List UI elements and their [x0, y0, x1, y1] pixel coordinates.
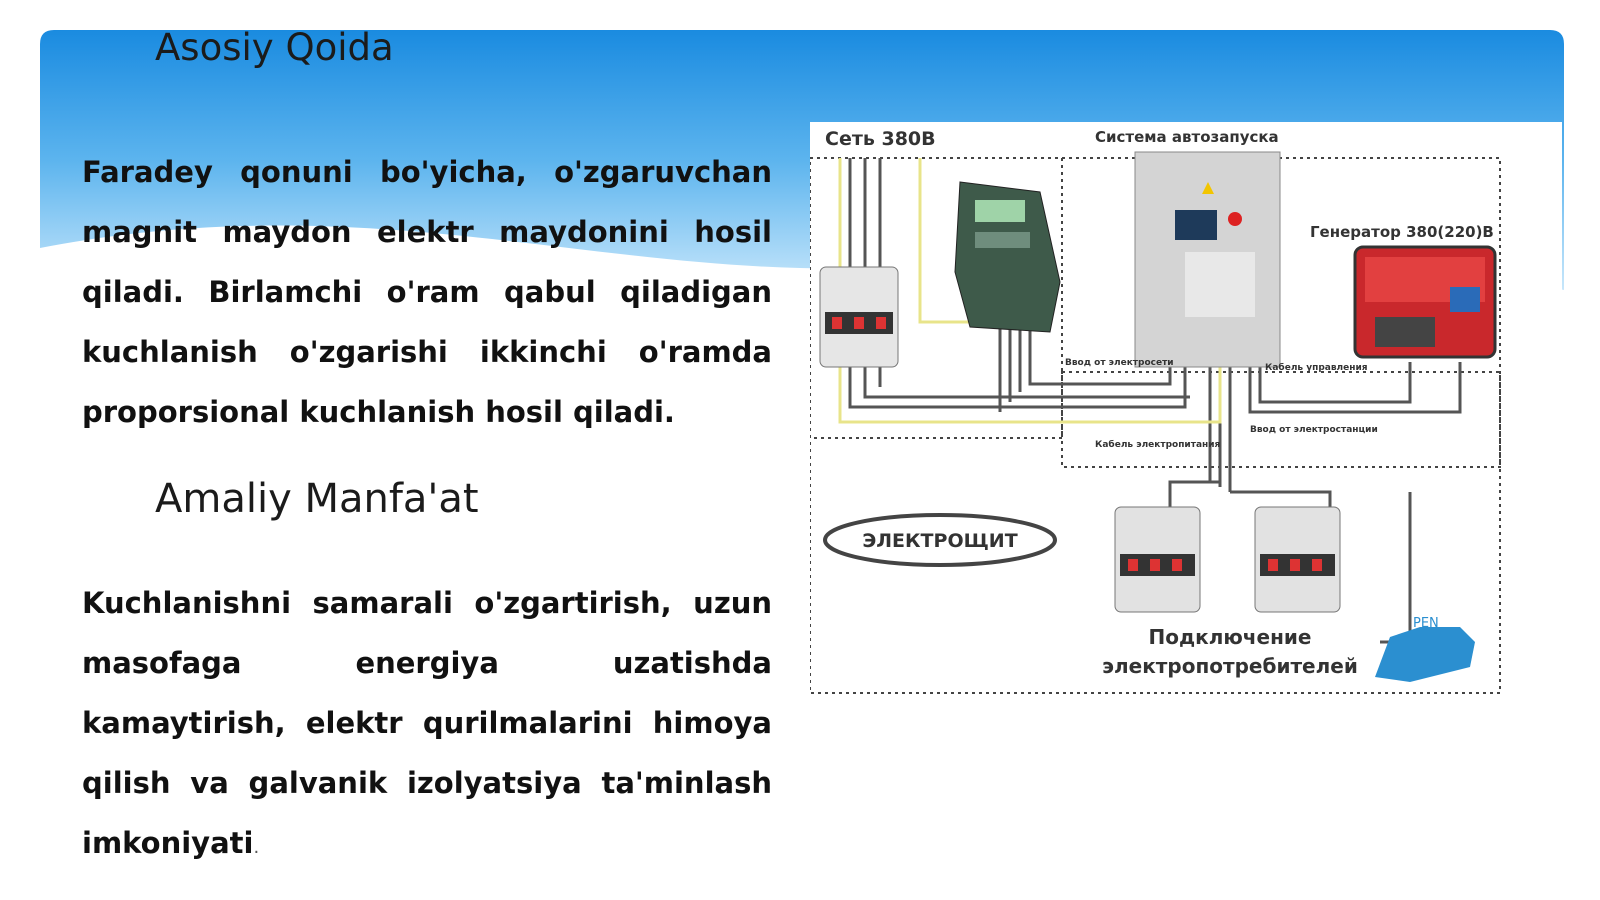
label-network: Сеть 380В [825, 128, 936, 150]
consumer-breaker-2 [1254, 506, 1341, 613]
circuit-breaker-grid [819, 266, 899, 368]
label-power-cable: Кабель электропитания [1095, 439, 1221, 450]
electric-meter [954, 181, 1061, 333]
label-electric-panel: ЭЛЕКТРОЩИТ [862, 530, 1017, 552]
wires [848, 158, 1462, 644]
paragraph-faraday-law: Faradey qonuni bo'yicha, o'zgaruvchan ma… [82, 155, 772, 429]
label-consumers-line1: Подключение [1149, 625, 1312, 649]
paragraph-end-mark: . [253, 837, 260, 858]
consumer-breaker-1 [1114, 506, 1201, 613]
autostart-cabinet [1134, 151, 1281, 368]
label-autostart: Система автозапуска [1095, 128, 1279, 146]
label-control-cable: Кабель управления [1265, 362, 1368, 373]
label-consumers-line2: электропотребителей [1102, 654, 1358, 678]
section-heading-practical-benefit: Amaliy Manfa'at [155, 476, 479, 522]
generator [1353, 245, 1497, 359]
paragraph-benefit-text: Kuchlanishni samarali o'zgartirish, uzun… [82, 586, 772, 860]
paragraph-practical-benefit: Kuchlanishni samarali o'zgartirish, uzun… [82, 573, 772, 878]
cable-zone-border [1061, 371, 1501, 468]
label-input-grid: Ввод от электросети [1065, 358, 1174, 368]
panel-label-ellipse [823, 513, 1057, 567]
label-generator: Генератор 380(220)В [1310, 223, 1494, 241]
label-pen: PEN [1413, 616, 1439, 631]
section-heading-main-rule: Asosiy Qoida [155, 26, 394, 69]
pen-bus [1375, 627, 1475, 682]
label-input-generator: Ввод от электростанции [1250, 425, 1378, 435]
wiring-diagram: Сеть 380В Система автозапуска Генератор … [810, 122, 1562, 712]
